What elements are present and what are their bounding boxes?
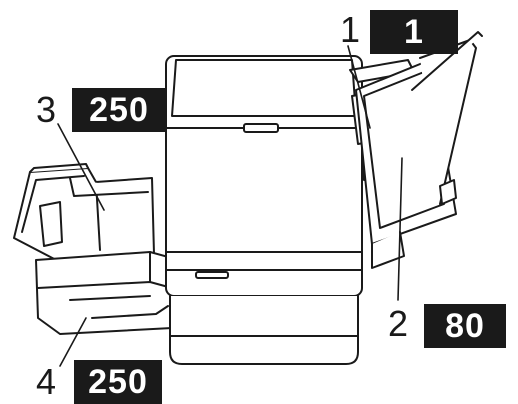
printer-body: [165, 55, 363, 365]
callout-number-1: 1: [340, 9, 361, 50]
callout-number-3: 3: [36, 89, 57, 130]
capacity-badge-2: 80: [424, 304, 506, 348]
paper-drawer-250-sheet: [35, 251, 173, 335]
capacity-badge-1: 1: [370, 10, 458, 54]
capacity-badge-3: 250: [72, 88, 166, 132]
callout-number-4: 4: [36, 361, 57, 402]
leader-lines: [57, 45, 403, 367]
rear-paper-tray-80-sheet: [355, 31, 483, 269]
leader-line-3: [57, 123, 105, 211]
paper-tray-250-sheet: [13, 163, 155, 263]
capacity-badge-4: 250: [74, 360, 162, 404]
leader-line-1: [347, 45, 371, 129]
callout-number-2: 2: [388, 303, 409, 344]
leader-line-4: [59, 317, 87, 367]
leader-line-2: [397, 157, 403, 301]
